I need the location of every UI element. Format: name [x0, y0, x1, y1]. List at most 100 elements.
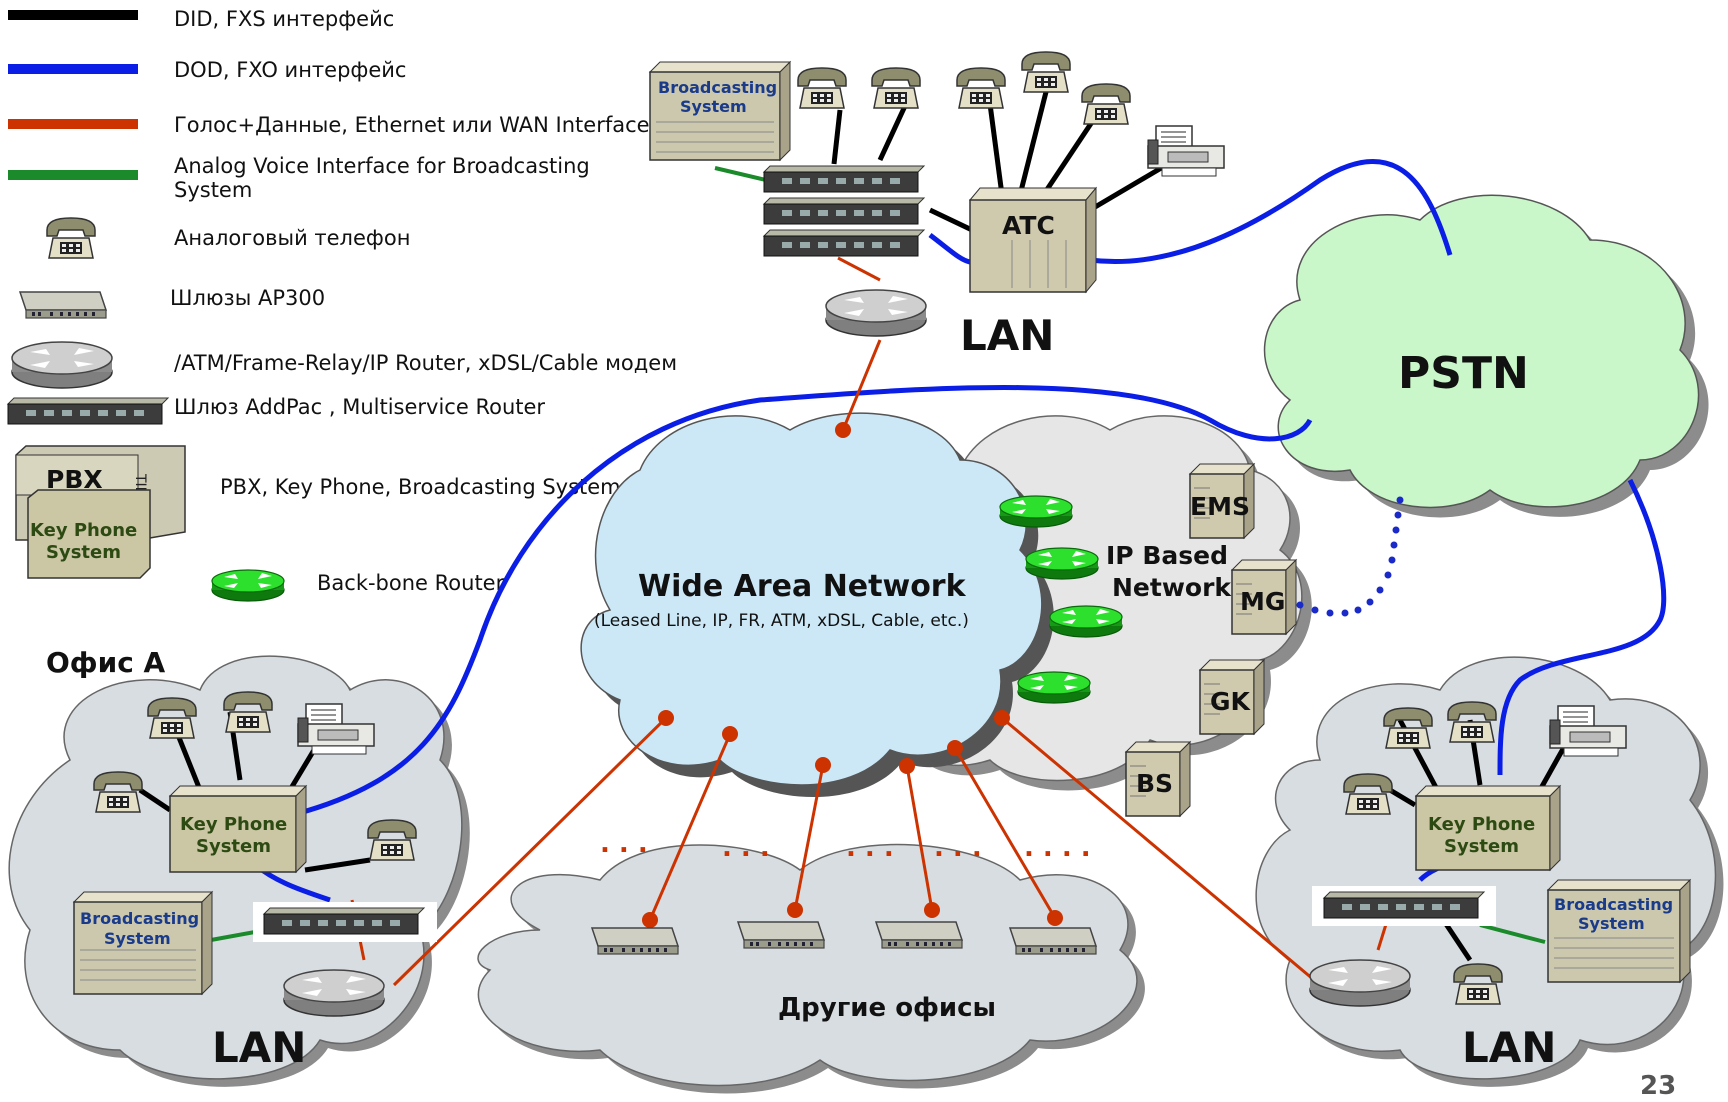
pstn-label: PSTN — [1398, 348, 1529, 399]
addpac-gateway-icon — [263, 907, 425, 935]
lan-label-office-a: LAN — [212, 1023, 306, 1072]
backbone-router-icon — [1017, 671, 1091, 704]
phone-icon — [147, 697, 197, 739]
phone-icon — [367, 819, 417, 861]
bs-label: BS — [1136, 769, 1173, 798]
wan-subtitle: (Leased Line, IP, FR, ATM, xDSL, Cable, … — [594, 611, 969, 631]
legend-line-black — [8, 10, 138, 20]
wan-title: Wide Area Network — [638, 569, 967, 604]
broadcasting-label-line2: System — [1578, 914, 1645, 933]
pbx-label: PBX — [46, 465, 103, 494]
phone-icon — [93, 771, 143, 813]
dots: . . . — [846, 833, 894, 863]
legend-label-did-fxs: DID, FXS интерфейс — [174, 7, 394, 31]
dots: . . . — [722, 833, 770, 863]
broadcasting-system-right-office: Broadcasting System — [1546, 878, 1692, 984]
keyphone-system-right-office: Key Phone System — [1414, 784, 1562, 872]
legend-label-backbone: Back-bone Router — [317, 571, 505, 595]
atc-label: ATC — [1002, 211, 1055, 240]
legend-label-gateway: Шлюзы AP300 — [170, 286, 325, 310]
addpac-gateway-rack-3 — [763, 229, 925, 257]
broadcasting-label-line1: Broadcasting — [80, 909, 199, 928]
office-a: Key Phone System Broadcasting System LAN — [72, 691, 437, 1072]
red-link-nodes — [642, 422, 1063, 928]
gateway-ap300-icon — [875, 921, 963, 949]
lan-label-top: LAN — [960, 311, 1054, 360]
fax-icon — [1147, 125, 1225, 177]
ip-network-label-line1: IP Based — [1106, 541, 1228, 570]
backbone-router-icon — [211, 569, 285, 602]
legend-label-analog-line2: System — [174, 178, 252, 202]
pbx-keyphone-icon: PBX TIL Key Phone System — [15, 445, 186, 579]
wan-cloud — [580, 412, 1054, 797]
keyphone-system-office-a: Key Phone System — [168, 784, 308, 874]
broadcasting-label-line1: Broadcasting — [658, 78, 777, 97]
backbone-router-icon — [1049, 605, 1123, 638]
legend: DID, FXS интерфейс DOD, FXO интерфейс Го… — [7, 7, 677, 602]
keyphone-label-line1: Key Phone — [30, 520, 137, 541]
right-office: Key Phone System Broadcasting System LAN — [1309, 701, 1692, 1072]
legend-label-voice-data: Голос+Данные, Ethernet или WAN Interface — [174, 113, 650, 137]
router-icon — [1309, 959, 1411, 1007]
mg-label: MG — [1240, 587, 1285, 616]
dots: . . . . — [1024, 833, 1091, 863]
keyphone-label-line1: Key Phone — [1428, 814, 1535, 835]
top-site: Broadcasting System ATC LAN — [648, 51, 1225, 360]
backbone-router-icon — [999, 495, 1073, 528]
dotted-link-mg-pstn — [1296, 496, 1404, 617]
legend-line-green — [8, 170, 138, 180]
gateway-ap300-icon — [737, 921, 825, 949]
dots: . . . — [934, 833, 982, 863]
phone-icon — [1081, 83, 1131, 125]
dots: . . . — [600, 829, 648, 859]
broadcasting-label-line2: System — [680, 97, 747, 116]
addpac-gateway-rack-2 — [763, 197, 925, 225]
legend-label-analog-line1: Analog Voice Interface for Broadcasting — [174, 154, 590, 178]
ip-network-label-line2: Network — [1112, 573, 1232, 602]
other-offices-label: Другие офисы — [778, 993, 996, 1023]
router-icon — [11, 341, 113, 389]
router-icon — [825, 289, 927, 337]
lan-label-right-office: LAN — [1462, 1023, 1556, 1072]
analog-phone-icon — [46, 217, 96, 259]
keyphone-label-line1: Key Phone — [180, 814, 287, 835]
phone-icon — [1453, 963, 1503, 1005]
legend-line-red — [8, 119, 138, 129]
ems-label: EMS — [1190, 492, 1250, 521]
legend-label-addpac: Шлюз AddPac , Multiservice Router — [174, 395, 545, 419]
router-icon — [283, 969, 385, 1017]
phone-icon — [871, 67, 921, 109]
addpac-gateway-rack-1 — [763, 165, 925, 193]
gateway-ap300-icon — [19, 291, 107, 319]
broadcasting-system-top: Broadcasting System — [648, 60, 792, 162]
phone-icon — [956, 67, 1006, 109]
atc-exchange: ATC — [968, 186, 1098, 294]
legend-label-router: /ATM/Frame-Relay/IP Router, xDSL/Cable м… — [174, 351, 677, 375]
bs-server: BS — [1125, 741, 1191, 817]
gateway-ap300-icon — [1009, 927, 1097, 955]
broadcasting-label-line1: Broadcasting — [1554, 895, 1673, 914]
keyphone-label-line2: System — [1444, 836, 1519, 857]
page-number: 23 — [1640, 1071, 1676, 1097]
gk-server: GK — [1199, 659, 1265, 735]
phone-icon — [223, 691, 273, 733]
legend-line-blue — [8, 64, 138, 74]
legend-label-dod-fxo: DOD, FXO интерфейс — [174, 58, 406, 82]
legend-label-phone: Аналоговый телефон — [174, 226, 410, 250]
phone-icon — [1447, 701, 1497, 743]
broadcasting-system-office-a: Broadcasting System — [72, 890, 214, 996]
addpac-gateway-icon — [1323, 891, 1485, 919]
keyphone-label-line2: System — [196, 836, 271, 857]
ems-server: EMS — [1189, 463, 1255, 539]
gateway-ap300-icon — [591, 927, 679, 955]
phone-icon — [797, 67, 847, 109]
legend-label-pbx: PBX, Key Phone, Broadcasting System — [220, 475, 621, 499]
broadcasting-label-line2: System — [104, 929, 171, 948]
keyphone-label-line2: System — [46, 542, 121, 563]
office-a-title: Офис А — [46, 646, 166, 679]
other-offices: Другие офисы . . . . . . . . . . . . . .… — [591, 829, 1097, 1023]
phone-icon — [1343, 773, 1393, 815]
backbone-router-icon — [1025, 547, 1099, 580]
pstn-cloud — [1263, 194, 1709, 518]
